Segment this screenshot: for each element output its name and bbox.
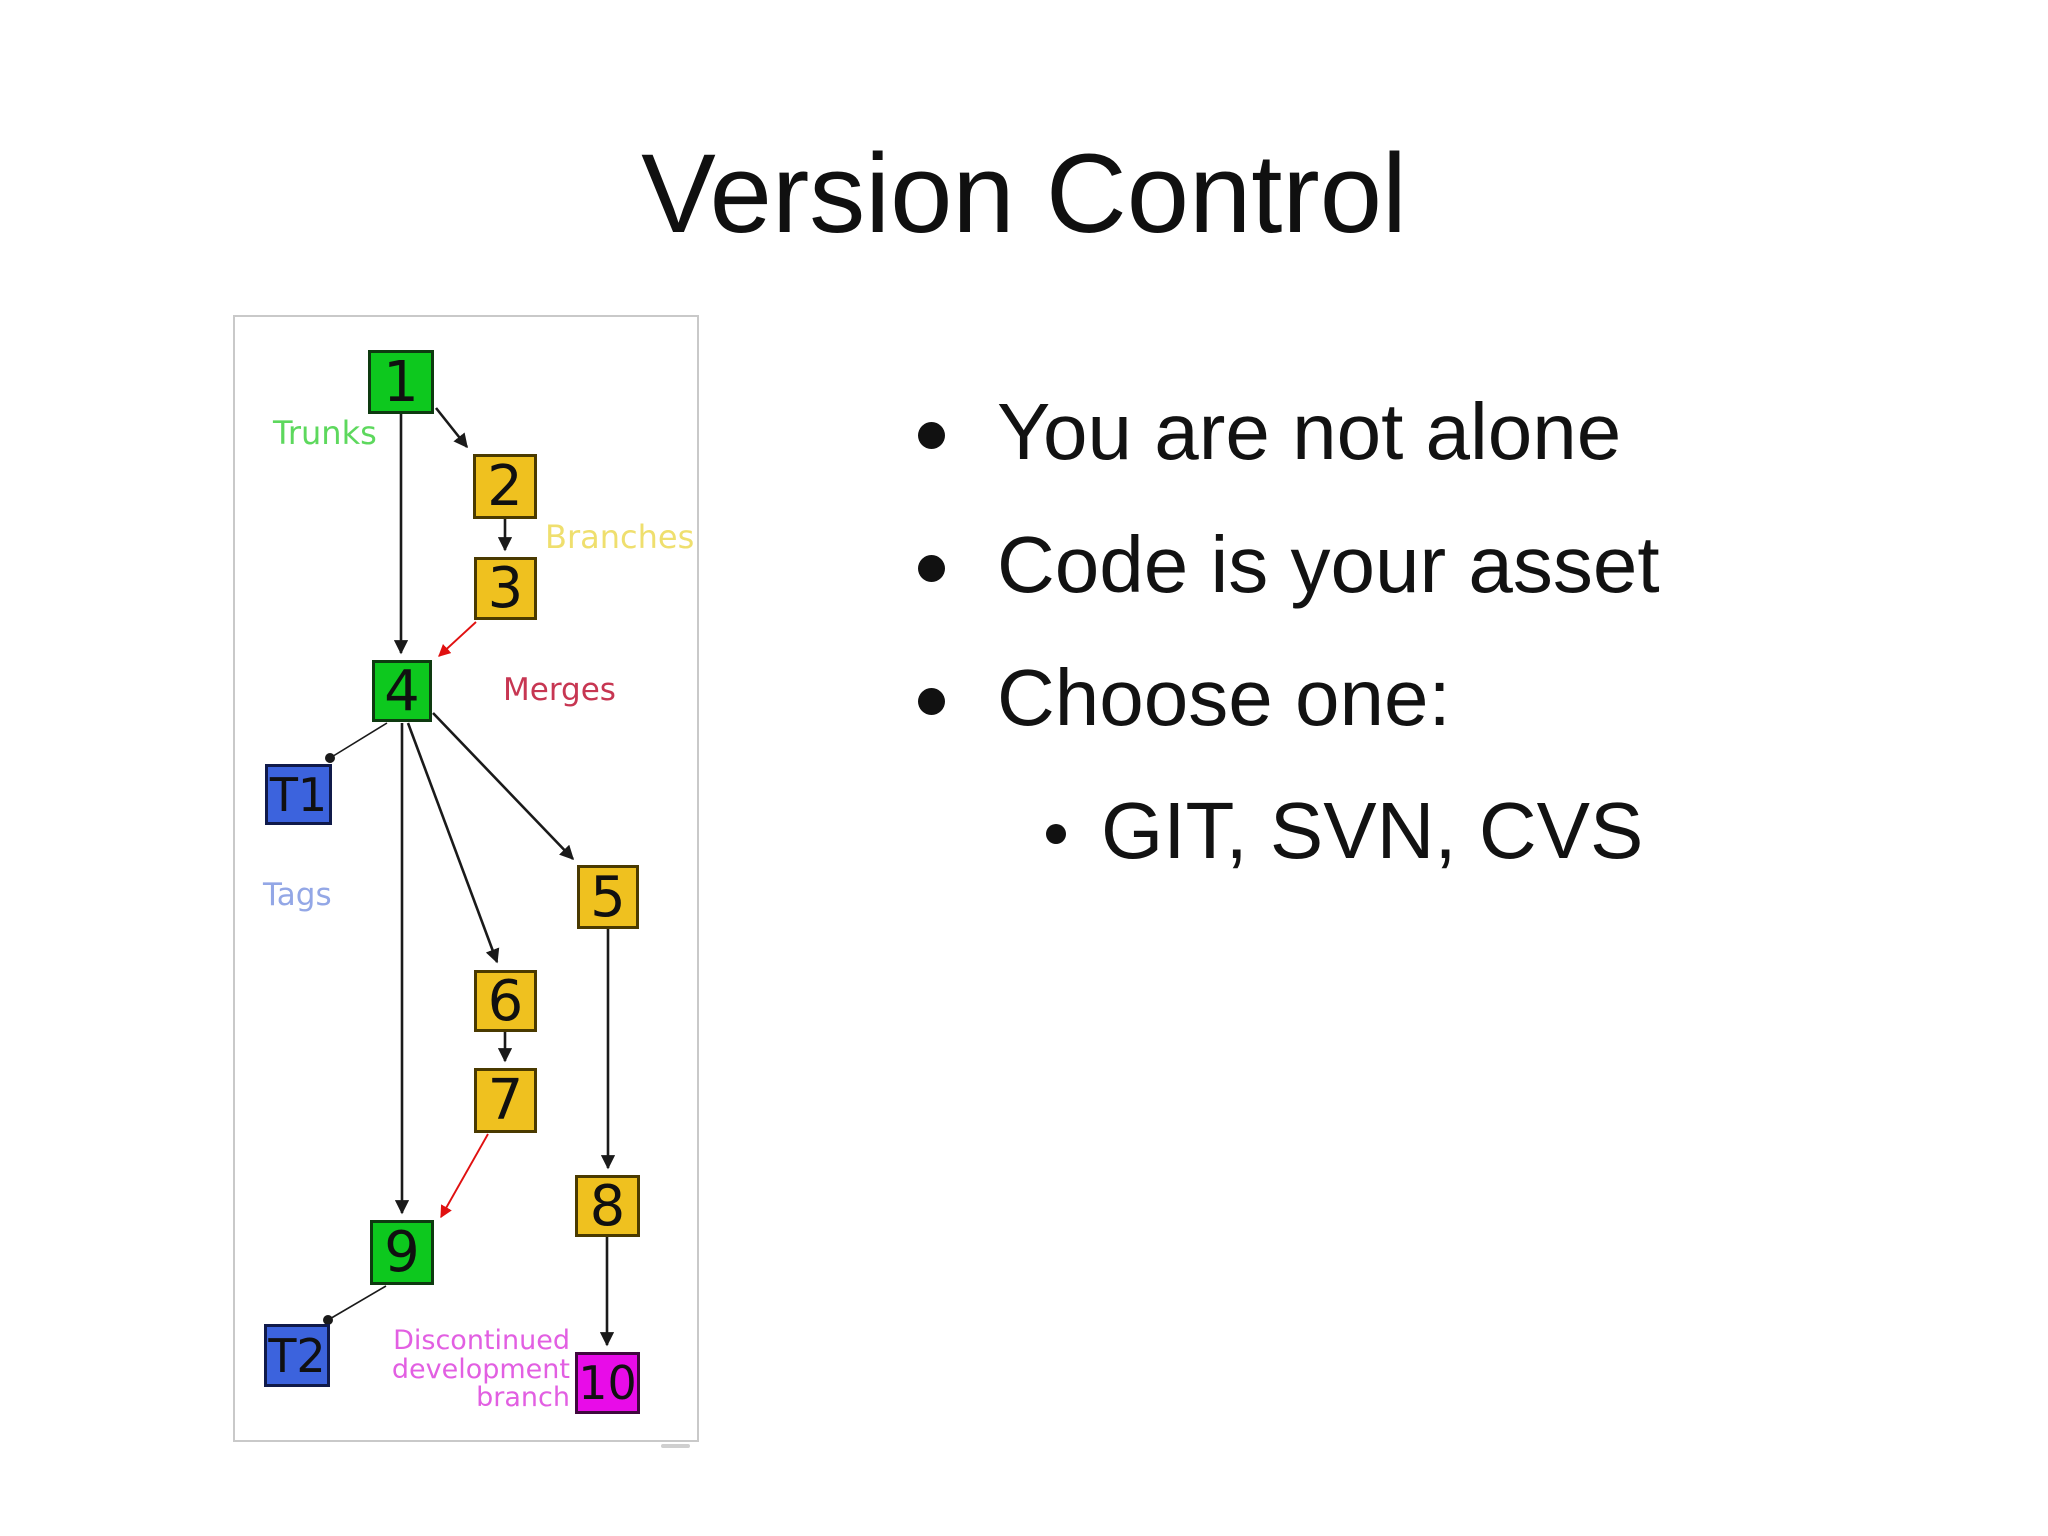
bullet-list: You are not alone Code is your asset Cho… [918,382,1778,914]
bullet-label: Choose one: [997,653,1451,742]
tag-dot-T1 [325,753,335,763]
bullet-label: GIT, SVN, CVS [1101,786,1644,875]
graph-node-3: 3 [474,556,537,621]
graph-node-8: 8 [575,1174,640,1239]
tag-dot-T2 [323,1315,333,1325]
bullet-dot [1046,824,1066,844]
graph-node-10: 10 [575,1352,640,1414]
graph-node-T2: T2 [264,1324,330,1387]
bullet-dot [918,421,945,449]
border-artifact [661,1444,690,1448]
diagram-edges [323,407,616,1347]
edge-4-T1 [329,722,388,759]
graph-node-4: 4 [372,659,432,724]
trunks-label: Trunks [273,414,377,452]
graph-node-5: 5 [577,865,639,930]
bullet-dot [918,687,945,715]
graph-node-1: 1 [368,350,434,415]
tags-label: Tags [263,877,332,913]
bullet-dot [918,554,945,582]
edge-4-6 [406,722,500,964]
bullet-label: Code is your asset [997,520,1660,609]
graph-node-2: 2 [473,454,537,519]
graph-node-T1: T1 [265,764,332,825]
bullet-label: You are not alone [997,387,1622,476]
edge-1-2 [434,407,469,449]
graph-node-6: 6 [474,969,537,1034]
slide-title: Version Control [641,131,1407,256]
graph-node-7: 7 [474,1068,537,1133]
bullet-item: Choose one: [918,648,1778,748]
bullet-item-sub: GIT, SVN, CVS [918,781,1778,881]
edge-3-4 [438,621,477,657]
merges-label: Merges [503,672,616,708]
graph-node-9: 9 [370,1220,434,1285]
bullet-item: Code is your asset [918,515,1778,615]
edge-layer [323,407,616,1347]
bullet-item: You are not alone [918,382,1778,482]
edge-7-9 [440,1133,489,1219]
discontinued-label: Discontinued development branch [391,1325,570,1414]
branches-label: Branches [545,518,695,556]
edge-9-T2 [327,1285,387,1321]
edge-4-5 [432,712,574,861]
